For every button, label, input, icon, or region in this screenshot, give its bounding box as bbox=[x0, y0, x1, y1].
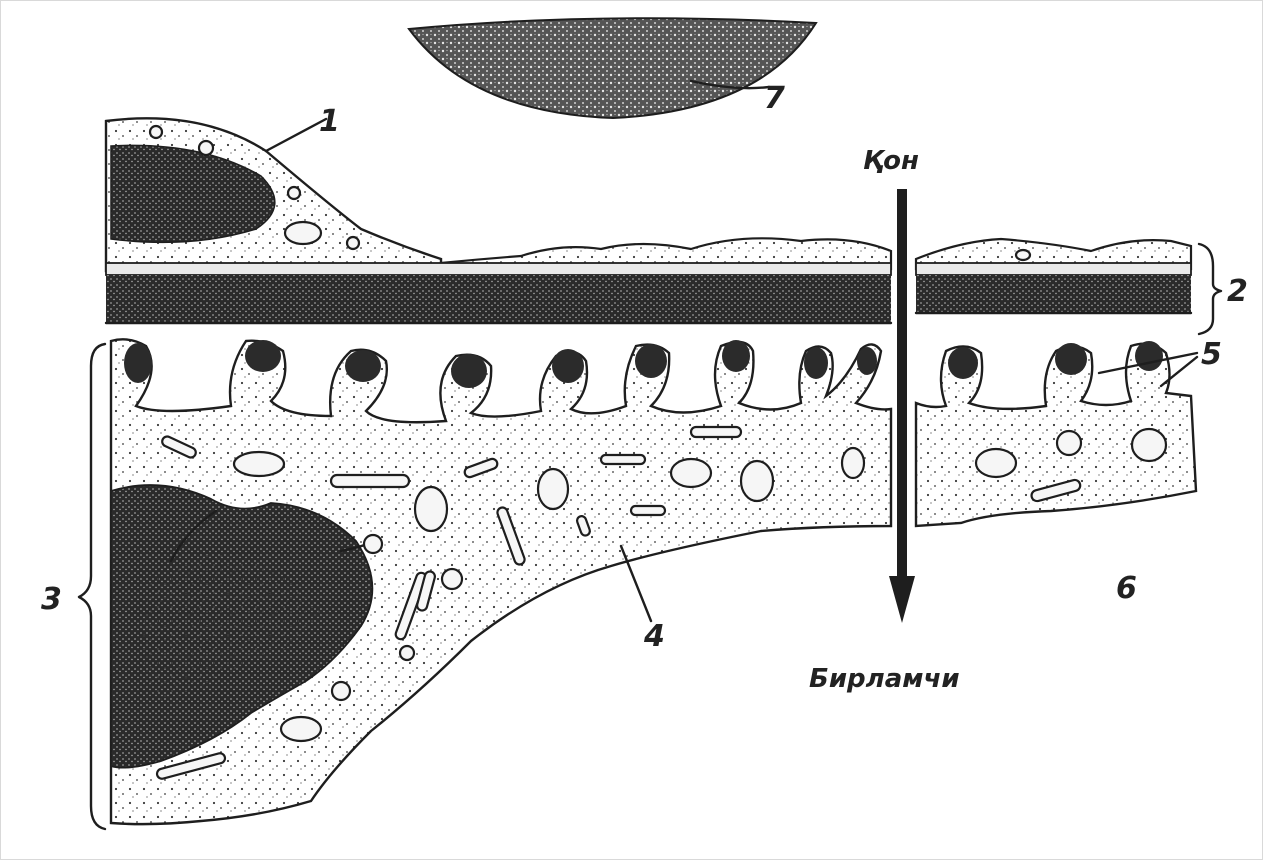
brace-3 bbox=[79, 344, 105, 829]
label-blood: Қон bbox=[863, 146, 919, 176]
arrow-down-icon bbox=[889, 189, 915, 623]
label-1: 1 bbox=[319, 104, 340, 139]
erythrocyte bbox=[409, 18, 816, 118]
label-leader-1 bbox=[266, 119, 326, 151]
label-3: 3 bbox=[41, 582, 62, 617]
label-7: 7 bbox=[764, 81, 785, 116]
mitochondrion bbox=[285, 222, 321, 244]
podocyte bbox=[79, 339, 1197, 829]
label-4: 4 bbox=[643, 619, 665, 654]
label-2: 2 bbox=[1227, 274, 1248, 309]
brace-2 bbox=[1199, 244, 1221, 334]
label-6: 6 bbox=[1116, 571, 1137, 606]
endothelial-cell bbox=[106, 118, 441, 271]
label-primary: Бирламчи bbox=[809, 664, 960, 694]
label-5: 5 bbox=[1201, 337, 1222, 372]
